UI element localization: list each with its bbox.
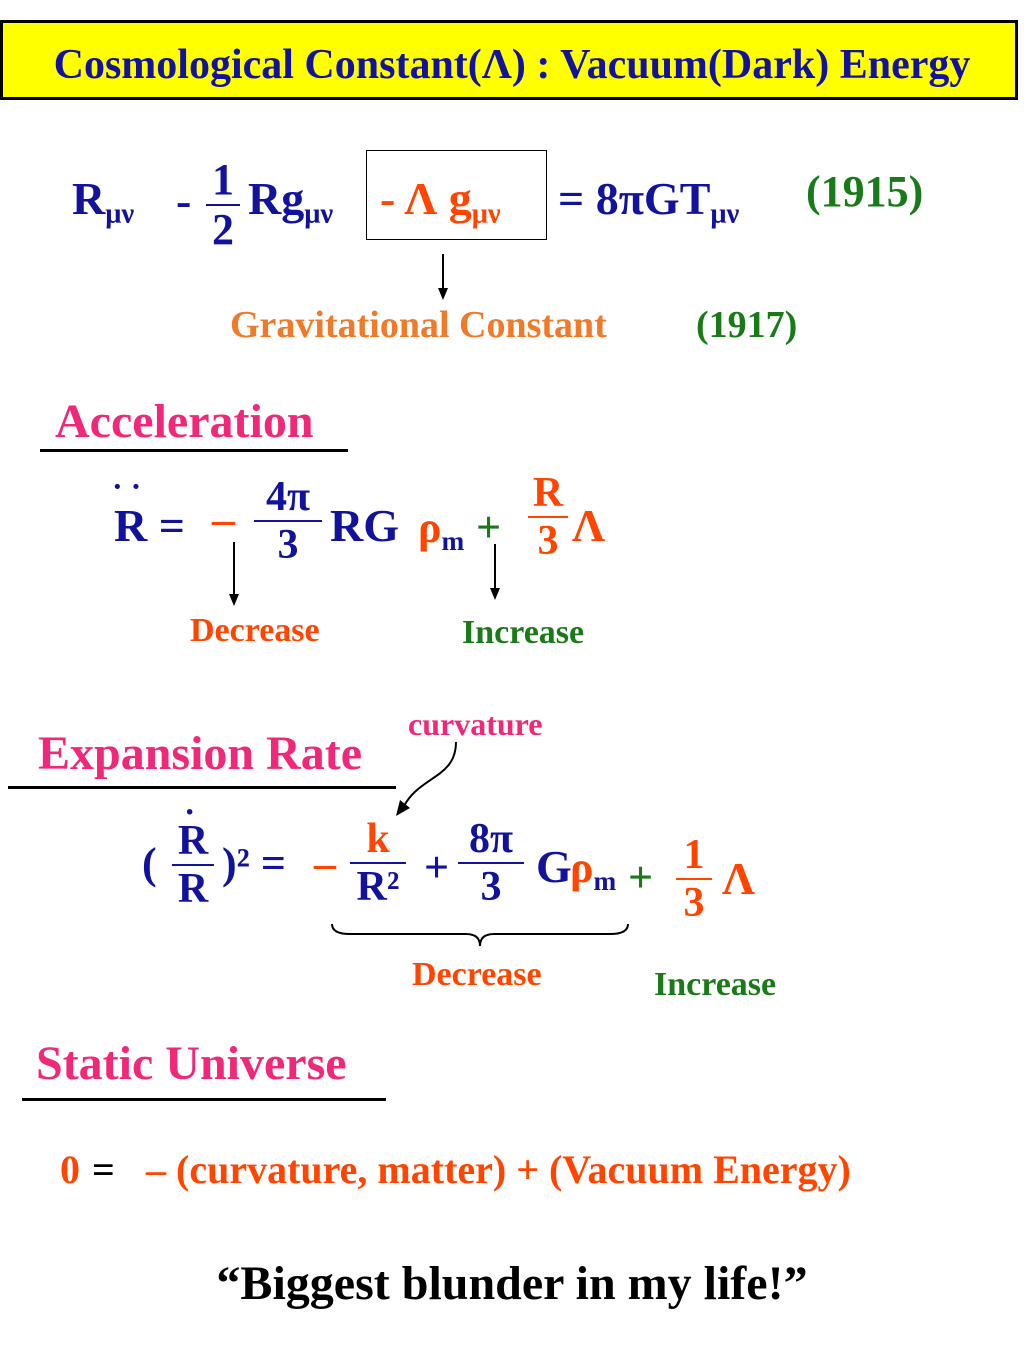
title-banner bbox=[0, 20, 1018, 100]
minus-sign: – bbox=[314, 839, 336, 888]
acceleration-heading: Acceleration bbox=[55, 395, 314, 448]
static-equation: – (curvature, matter) + (Vacuum Energy) bbox=[146, 1147, 851, 1192]
arrow-down-icon bbox=[438, 288, 448, 300]
static-universe-heading: Static Universe bbox=[36, 1037, 347, 1090]
lambda-term-box bbox=[366, 150, 547, 240]
zero: 0 bbox=[60, 1147, 80, 1192]
decrease-label: Decrease bbox=[412, 956, 542, 993]
year-1915: (1915) bbox=[806, 167, 924, 216]
arrow-down-icon bbox=[229, 594, 239, 606]
plus-sign: + bbox=[476, 503, 502, 552]
stress-energy-term: = 8πGTμν bbox=[558, 173, 740, 230]
ricci-tensor: Rμν bbox=[72, 173, 135, 230]
gravitational-constant-label: Gravitational Constant bbox=[230, 304, 607, 346]
equals-sign: = bbox=[92, 1147, 115, 1192]
open-paren: ( bbox=[142, 839, 157, 888]
squared-equals: )² = bbox=[222, 839, 286, 888]
acceleration-underline bbox=[40, 449, 348, 452]
decrease-label: Decrease bbox=[190, 612, 320, 649]
increase-arrow-line bbox=[494, 544, 496, 590]
lambda-symbol: Λ bbox=[722, 853, 755, 904]
curvature-label: curvature bbox=[408, 706, 543, 742]
arrow-line bbox=[442, 254, 444, 292]
decrease-brace bbox=[331, 923, 629, 947]
increase-label: Increase bbox=[462, 614, 585, 651]
r-double-dot: R = bbox=[114, 500, 185, 551]
g-term: G bbox=[536, 841, 572, 892]
minus-sign: - bbox=[176, 175, 192, 226]
lambda-term: - Λ gμν bbox=[380, 173, 501, 230]
rho-m: ρm bbox=[570, 843, 617, 897]
minus-sign: – bbox=[212, 493, 235, 544]
double-dot: · · bbox=[112, 468, 142, 504]
lambda-symbol: Λ bbox=[572, 500, 605, 551]
expansion-underline bbox=[8, 786, 396, 789]
decrease-arrow-line bbox=[233, 542, 235, 596]
increase-label: Increase bbox=[654, 966, 777, 1003]
page-title: Cosmological Constant(Λ) : Vacuum(Dark) … bbox=[53, 42, 971, 88]
ricci-scalar-metric: Rgμν bbox=[248, 173, 334, 230]
arrow-down-icon bbox=[490, 588, 500, 600]
plus-sign: + bbox=[628, 853, 654, 902]
plus-sign: + bbox=[424, 843, 450, 892]
expansion-rate-heading: Expansion Rate bbox=[38, 727, 363, 780]
einstein-quote: “Biggest blunder in my life!” bbox=[216, 1257, 808, 1310]
rho-m: ρm bbox=[418, 503, 465, 557]
year-1917: (1917) bbox=[696, 304, 798, 346]
rg-term: RG bbox=[330, 500, 399, 551]
static-underline bbox=[22, 1098, 386, 1101]
single-dot: · bbox=[184, 794, 196, 831]
curvature-arrow bbox=[396, 741, 457, 816]
